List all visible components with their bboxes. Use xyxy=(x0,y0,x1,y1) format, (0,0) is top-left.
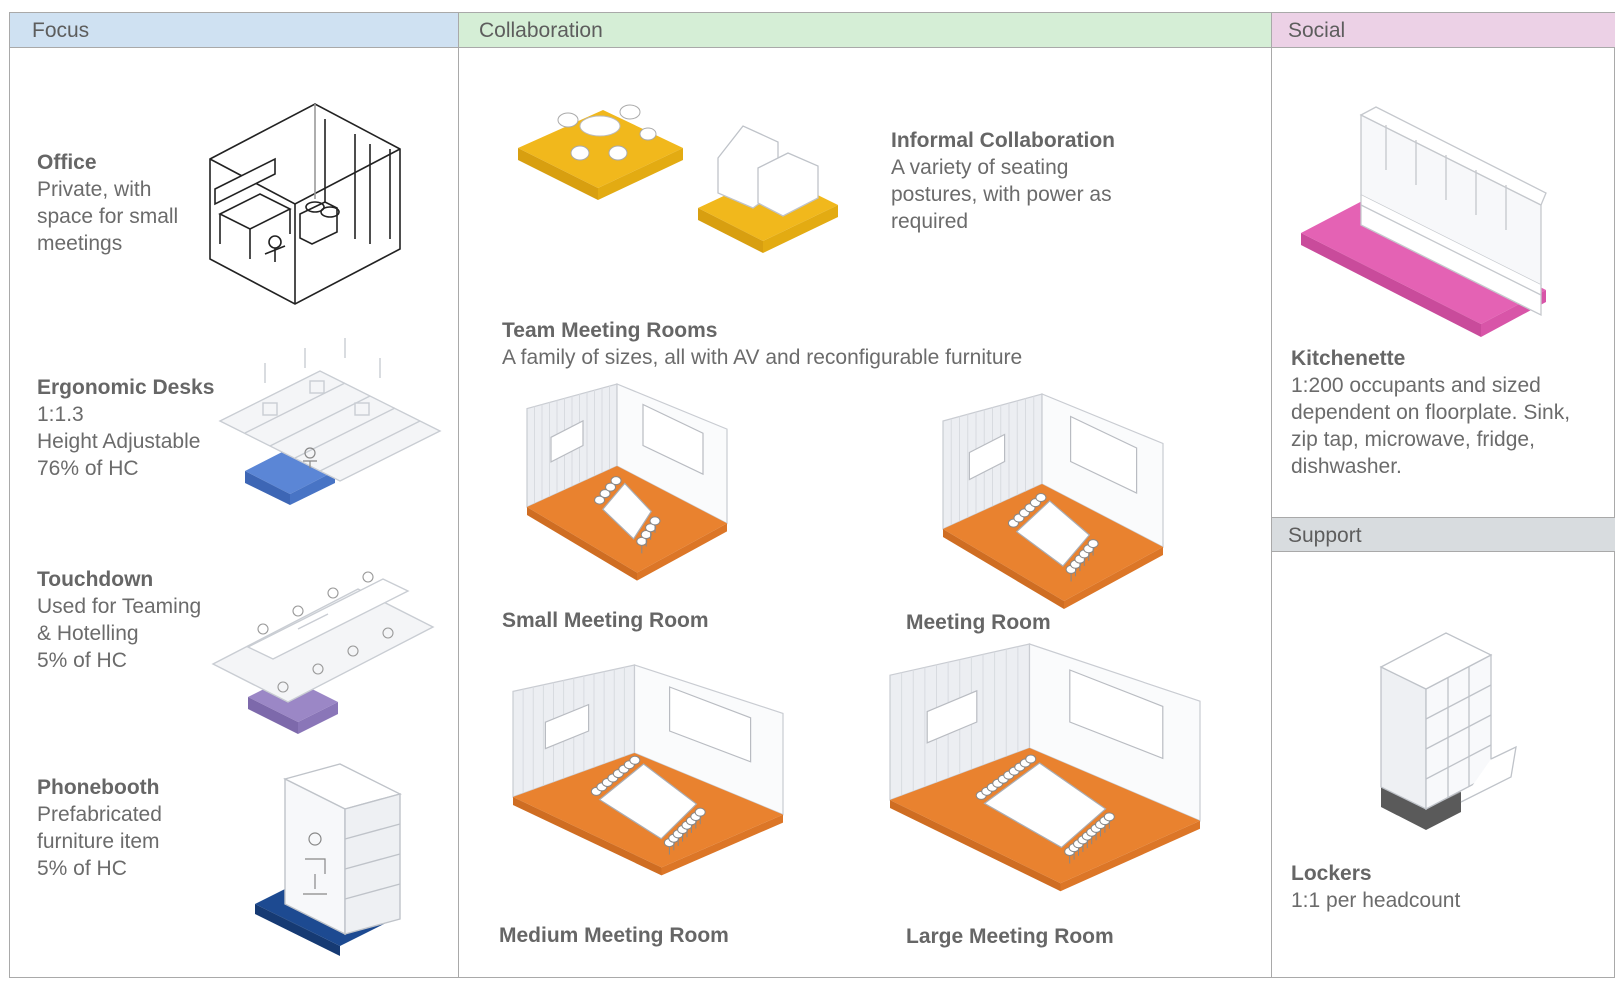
column-divider-collaboration xyxy=(1271,12,1272,978)
phonebooth-line: 5% of HC xyxy=(37,857,127,880)
team-meeting-description: Team Meeting Rooms A family of sizes, al… xyxy=(502,317,1022,371)
informal-collaboration-icon xyxy=(518,98,848,253)
lockers-icon xyxy=(1371,627,1521,832)
focus-header: Focus xyxy=(10,13,458,48)
large-meeting-room-icon xyxy=(889,643,1201,904)
ergonomic-line: Height Adjustable xyxy=(37,430,201,453)
ergonomic-description: Ergonomic Desks 1:1.3 Height Adjustable … xyxy=(37,374,214,482)
kitchenette-icon xyxy=(1301,105,1547,337)
kitchenette-line: 1:200 occupants and sized xyxy=(1291,374,1541,397)
informal-collaboration-description: Informal Collaboration A variety of seat… xyxy=(891,127,1115,235)
collaboration-header: Collaboration xyxy=(459,13,1271,48)
touchdown-description: Touchdown Used for Teaming & Hotelling 5… xyxy=(37,566,201,674)
lockers-title: Lockers xyxy=(1291,862,1372,885)
kitchenette-description: Kitchenette 1:200 occupants and sized de… xyxy=(1291,345,1570,480)
medium-meeting-room-icon xyxy=(512,664,784,885)
small-meeting-room-label: Small Meeting Room xyxy=(502,609,709,632)
kitchenette-line: dependent on floorplate. Sink, xyxy=(1291,401,1571,424)
team-title: Team Meeting Rooms xyxy=(502,319,718,342)
kitchenette-line: dishwasher. xyxy=(1291,455,1402,478)
large-meeting-room-label: Large Meeting Room xyxy=(906,925,1114,948)
informal-line: required xyxy=(891,210,969,233)
informal-line: postures, with power as xyxy=(891,183,1112,206)
office-room-icon xyxy=(205,103,405,305)
small-meeting-room-icon xyxy=(526,383,728,589)
lockers-description: Lockers 1:1 per headcount xyxy=(1291,860,1460,914)
medium-meeting-room-label: Medium Meeting Room xyxy=(499,924,729,947)
social-header: Social xyxy=(1272,13,1615,48)
touchdown-bench-icon xyxy=(208,569,438,739)
kitchenette-line: zip tap, microwave, fridge, xyxy=(1291,428,1535,451)
phonebooth-line: Prefabricated xyxy=(37,803,162,826)
touchdown-line: & Hotelling xyxy=(37,622,139,645)
touchdown-title: Touchdown xyxy=(37,568,154,591)
office-line: space for small xyxy=(37,205,179,228)
informal-title: Informal Collaboration xyxy=(891,129,1116,152)
office-line: meetings xyxy=(37,232,123,255)
phonebooth-line: furniture item xyxy=(37,830,160,853)
lockers-line: 1:1 per headcount xyxy=(1291,889,1461,912)
team-line: A family of sizes, all with AV and recon… xyxy=(502,346,1023,369)
phonebooth-icon xyxy=(255,763,415,956)
ergonomic-desks-icon xyxy=(215,338,445,505)
kitchenette-title: Kitchenette xyxy=(1291,347,1406,370)
office-description: Office Private, with space for small mee… xyxy=(37,149,178,257)
phonebooth-description: Phonebooth Prefabricated furniture item … xyxy=(37,774,162,882)
meeting-room-label: Meeting Room xyxy=(906,611,1051,634)
column-divider-focus xyxy=(458,12,459,978)
touchdown-line: Used for Teaming xyxy=(37,595,202,618)
office-line: Private, with xyxy=(37,178,152,201)
ergonomic-title: Ergonomic Desks xyxy=(37,376,215,399)
office-title: Office xyxy=(37,151,97,174)
ergonomic-line: 1:1.3 xyxy=(37,403,84,426)
meeting-room-icon xyxy=(942,393,1164,619)
informal-line: A variety of seating xyxy=(891,156,1069,179)
support-header: Support xyxy=(1272,517,1615,552)
ergonomic-line: 76% of HC xyxy=(37,457,139,480)
touchdown-line: 5% of HC xyxy=(37,649,127,672)
diagram-frame xyxy=(9,12,1615,978)
phonebooth-title: Phonebooth xyxy=(37,776,160,799)
